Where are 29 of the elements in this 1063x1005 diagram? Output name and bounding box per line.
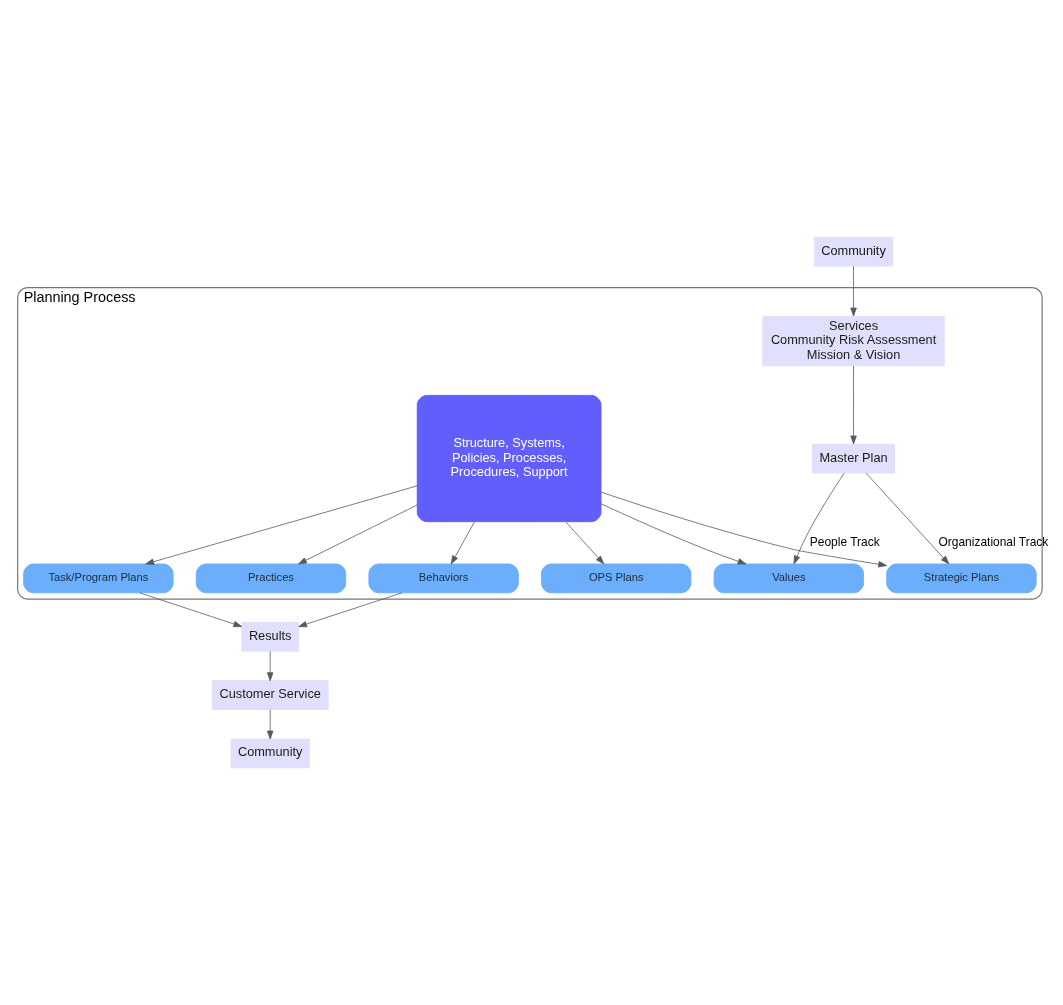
arrow	[298, 592, 403, 628]
node-box: Task/Program Plans	[23, 563, 174, 594]
arrow	[850, 265, 857, 317]
arrow	[565, 521, 605, 565]
node-box: OPS Plans	[541, 563, 692, 594]
edge-label: Organizational Track	[938, 534, 1049, 549]
node-box: Strategic Plans	[886, 563, 1037, 594]
node-box: Behaviors	[368, 563, 519, 594]
node-box: Master Plan	[811, 443, 896, 474]
arrow	[865, 472, 950, 565]
arrow	[145, 485, 418, 565]
node-box: Practices	[195, 563, 347, 594]
arrow	[850, 365, 857, 445]
arrow	[600, 503, 747, 565]
node-box: Community	[813, 236, 894, 267]
node-box: Values	[713, 563, 864, 594]
arrow	[793, 472, 845, 565]
arrow	[267, 709, 274, 740]
arrow	[267, 650, 274, 682]
arrow	[600, 491, 887, 568]
arrow	[298, 504, 418, 565]
edge-label: People Track	[809, 534, 880, 549]
node-box: Community	[230, 738, 310, 769]
node-box: Customer Service	[211, 680, 329, 710]
node-box: Structure, Systems, Policies, Processes, Procedures, Support	[416, 394, 602, 523]
arrow	[450, 521, 475, 565]
node-box: Results	[241, 621, 300, 652]
arrow	[139, 592, 243, 628]
node-box: Services Community Risk Assessment Mission & Vision	[762, 315, 945, 367]
